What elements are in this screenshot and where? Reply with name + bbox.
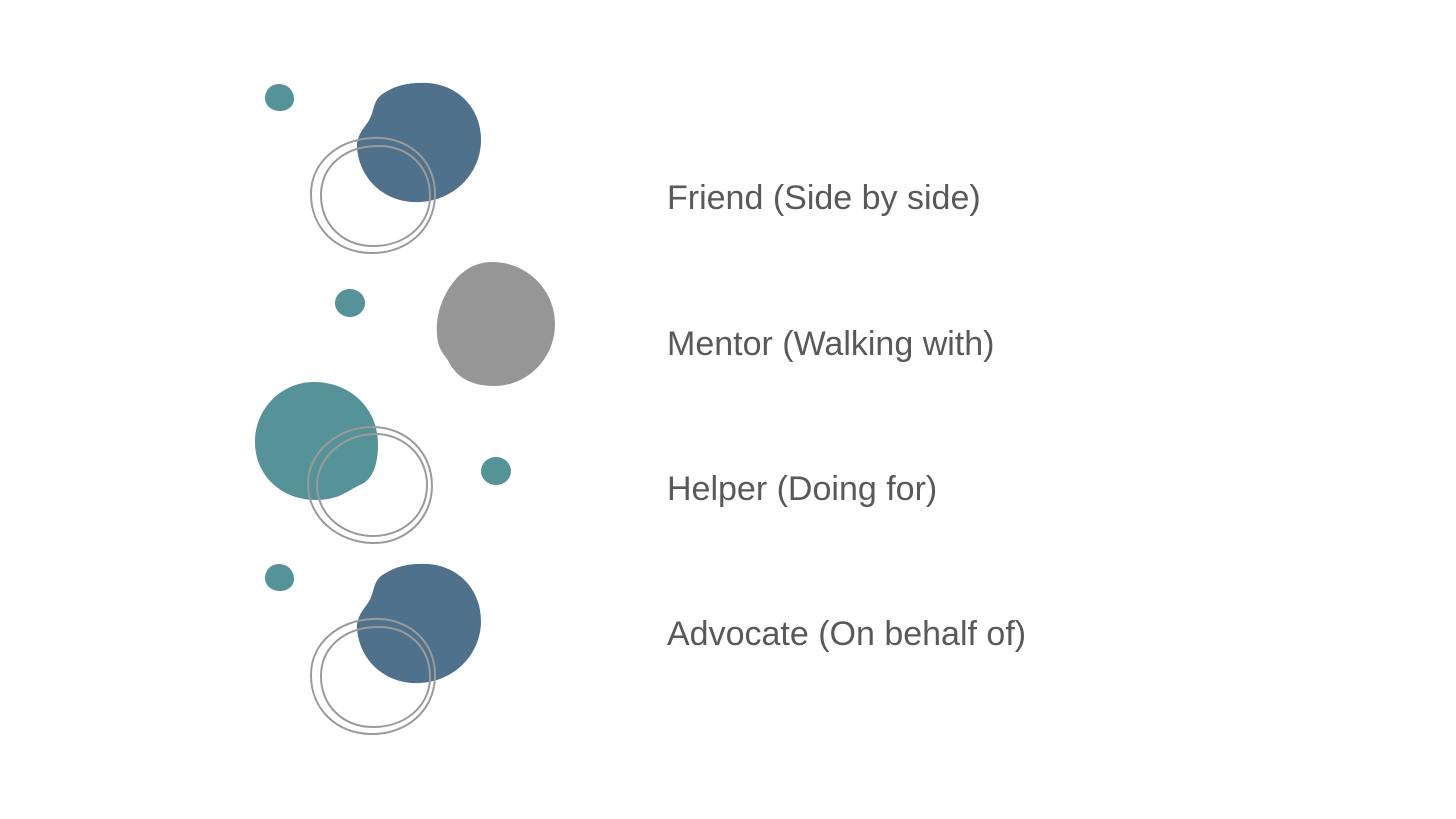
- friend-blob-group: [265, 83, 481, 253]
- small-teal-dot-4: [265, 564, 294, 591]
- small-teal-dot-2: [335, 289, 365, 317]
- small-teal-dot-1: [265, 84, 294, 111]
- advocate-blob-group: [265, 564, 481, 734]
- role-label-mentor: Mentor (Walking with): [667, 324, 994, 364]
- small-teal-dot-3: [481, 457, 511, 485]
- role-label-friend: Friend (Side by side): [667, 178, 981, 218]
- mentor-blob-group: [335, 262, 555, 386]
- navy-blob-1: [357, 83, 481, 202]
- gray-blob: [437, 262, 555, 386]
- helper-blob-group: [255, 382, 511, 543]
- role-label-advocate: Advocate (On behalf of): [667, 614, 1026, 654]
- navy-blob-2: [357, 564, 481, 683]
- role-label-helper: Helper (Doing for): [667, 469, 937, 509]
